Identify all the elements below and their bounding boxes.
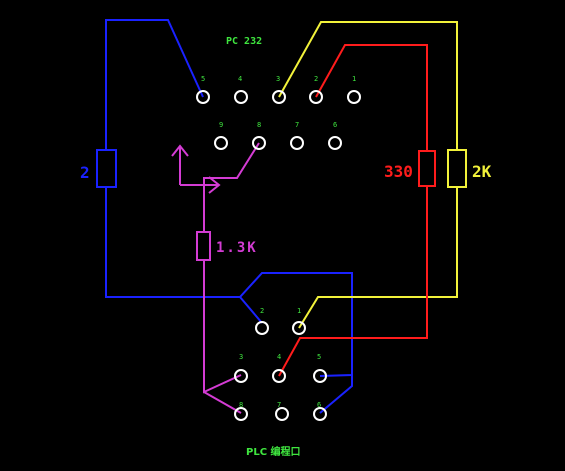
pc-pin-2 [309, 90, 323, 104]
resistor-magenta [196, 231, 211, 261]
resistor-red [418, 150, 436, 187]
plc-pin-label: 6 [317, 401, 321, 409]
pc-pin-label: 3 [276, 75, 280, 83]
arrow-axis-icon [171, 144, 221, 194]
pc-pin-3 [272, 90, 286, 104]
pc-pin-label: 4 [238, 75, 242, 83]
plc-pin-label: 1 [297, 307, 301, 315]
pc-pin-4 [234, 90, 248, 104]
pc-port-title: PC 232 [226, 36, 262, 47]
plc-pin-label: 5 [317, 353, 321, 361]
plc-pin-6 [313, 407, 327, 421]
plc-pin-label: 7 [277, 401, 281, 409]
plc-pin-label: 2 [260, 307, 264, 315]
pc-pin-label: 5 [201, 75, 205, 83]
pc-connector: 5 4 3 2 1 9 8 7 6 [196, 75, 361, 150]
resistor-yellow-label: 2K [472, 162, 492, 181]
plc-port-title: PLC 编程口 [246, 445, 301, 458]
plc-connector: 2 1 3 4 5 8 7 6 [234, 307, 327, 421]
magenta-wire-plc-8 [203, 391, 242, 414]
resistor-blue-label: 2 [80, 163, 90, 182]
pc-pin-6 [328, 136, 342, 150]
pc-pin-5 [196, 90, 210, 104]
plc-pin-8 [234, 407, 248, 421]
plc-pin-5 [313, 369, 327, 383]
blue-wire-plc-6 [319, 375, 353, 414]
pc-pin-9 [214, 136, 228, 150]
plc-pin-4 [272, 369, 286, 383]
blue-wire-plc-2 [239, 296, 263, 324]
pc-pin-1 [347, 90, 361, 104]
pc-pin-8 [252, 136, 266, 150]
plc-pin-2 [255, 321, 269, 335]
pc-pin-label: 7 [295, 121, 299, 129]
plc-pin-label: 4 [277, 353, 281, 361]
pc-pin-label: 9 [219, 121, 223, 129]
resistor-red-label: 330 [384, 162, 413, 181]
blue-wire [105, 19, 353, 377]
resistor-yellow [447, 149, 467, 188]
pc-pin-label: 6 [333, 121, 337, 129]
plc-pin-7 [275, 407, 289, 421]
plc-pin-label: 8 [239, 401, 243, 409]
resistor-blue [96, 149, 117, 188]
plc-pin-3 [234, 369, 248, 383]
pc-pin-7 [290, 136, 304, 150]
pc-pin-label: 1 [352, 75, 356, 83]
resistor-magenta-label: 1.3K [216, 240, 258, 256]
pc-pin-label: 8 [257, 121, 261, 129]
plc-pin-label: 3 [239, 353, 243, 361]
plc-pin-1 [292, 321, 306, 335]
pc-pin-label: 2 [314, 75, 318, 83]
